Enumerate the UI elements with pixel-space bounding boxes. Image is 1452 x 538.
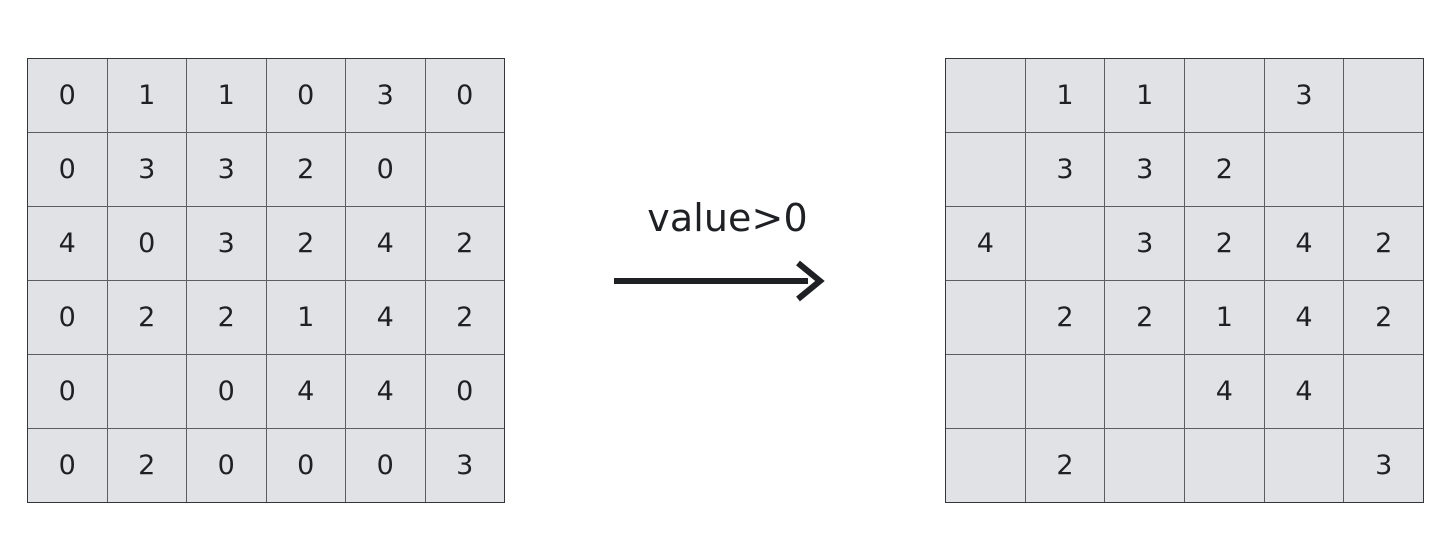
matrix-cell — [1344, 355, 1423, 428]
matrix-cell — [1025, 355, 1105, 428]
matrix-cell: 0 — [187, 355, 266, 428]
matrix-cell: 2 — [266, 207, 345, 280]
matrix-cell: 4 — [1184, 355, 1264, 428]
matrix-cell: 0 — [425, 59, 504, 132]
matrix-cell: 0 — [28, 133, 107, 206]
matrix-cell: 3 — [1105, 133, 1184, 206]
matrix-cell: 0 — [346, 133, 425, 206]
matrix-cell: 2 — [1105, 281, 1184, 354]
matrix-cell: 2 — [266, 133, 345, 206]
matrix-cell: 3 — [187, 133, 266, 206]
matrix-cell: 0 — [28, 59, 107, 132]
matrix-cell: 3 — [1105, 207, 1184, 280]
matrix-cell — [946, 355, 1025, 428]
matrix-cell: 4 — [946, 207, 1025, 280]
matrix-cell: 1 — [1105, 59, 1184, 132]
matrix-cell — [425, 133, 504, 206]
matrix-cell: 1 — [187, 59, 266, 132]
matrix-cell: 0 — [107, 207, 186, 280]
matrix-cell: 2 — [425, 207, 504, 280]
matrix-cell: 2 — [425, 281, 504, 354]
matrix-cell: 0 — [28, 281, 107, 354]
matrix-cell — [946, 429, 1025, 502]
matrix-cell: 2 — [107, 281, 186, 354]
matrix-cell — [1344, 133, 1423, 206]
matrix-cell: 3 — [1344, 429, 1423, 502]
matrix-cell: 2 — [1184, 207, 1264, 280]
matrix-cell: 0 — [187, 429, 266, 502]
matrix-cell — [1344, 59, 1423, 132]
matrix-cell: 2 — [107, 429, 186, 502]
arrow-right-icon — [612, 258, 827, 308]
matrix-cell: 1 — [1025, 59, 1105, 132]
matrix-cell — [107, 355, 186, 428]
matrix-cell: 3 — [346, 59, 425, 132]
matrix-cell: 3 — [425, 429, 504, 502]
matrix-cell: 4 — [28, 207, 107, 280]
matrix-cell — [946, 281, 1025, 354]
matrix-cell: 2 — [1025, 429, 1105, 502]
matrix-cell: 2 — [1344, 207, 1423, 280]
matrix-cell: 4 — [346, 355, 425, 428]
matrix-cell: 3 — [1025, 133, 1105, 206]
matrix-cell: 4 — [266, 355, 345, 428]
matrix-cell: 3 — [1264, 59, 1344, 132]
matrix-cell: 4 — [1264, 207, 1344, 280]
matrix-cell: 0 — [425, 355, 504, 428]
matrix-cell: 1 — [107, 59, 186, 132]
matrix-cell: 2 — [1184, 133, 1264, 206]
matrix-cell: 4 — [346, 281, 425, 354]
matrix-cell — [1184, 59, 1264, 132]
matrix-cell: 0 — [266, 59, 345, 132]
matrix-cell: 2 — [1344, 281, 1423, 354]
matrix-cell — [1264, 133, 1344, 206]
matrix-cell — [1105, 355, 1184, 428]
matrix-cell: 4 — [346, 207, 425, 280]
matrix-cell: 1 — [1184, 281, 1264, 354]
matrix-cell — [946, 133, 1025, 206]
matrix-cell: 0 — [266, 429, 345, 502]
matrix-cell — [1184, 429, 1264, 502]
matrix-cell: 2 — [1025, 281, 1105, 354]
matrix-cell: 3 — [187, 207, 266, 280]
matrix-cell — [946, 59, 1025, 132]
matrix-cell — [1025, 207, 1105, 280]
transform-annotation: value>0 — [600, 196, 855, 306]
matrix-cell: 0 — [28, 355, 107, 428]
matrix-cell: 0 — [346, 429, 425, 502]
matrix-cell: 4 — [1264, 281, 1344, 354]
matrix-cell — [1105, 429, 1184, 502]
transform-condition-label: value>0 — [647, 196, 808, 240]
matrix-cell: 3 — [107, 133, 186, 206]
matrix-cell: 1 — [266, 281, 345, 354]
matrix-cell — [1264, 429, 1344, 502]
matrix-cell: 4 — [1264, 355, 1344, 428]
matrix-cell: 2 — [187, 281, 266, 354]
matrix-cell: 0 — [28, 429, 107, 502]
